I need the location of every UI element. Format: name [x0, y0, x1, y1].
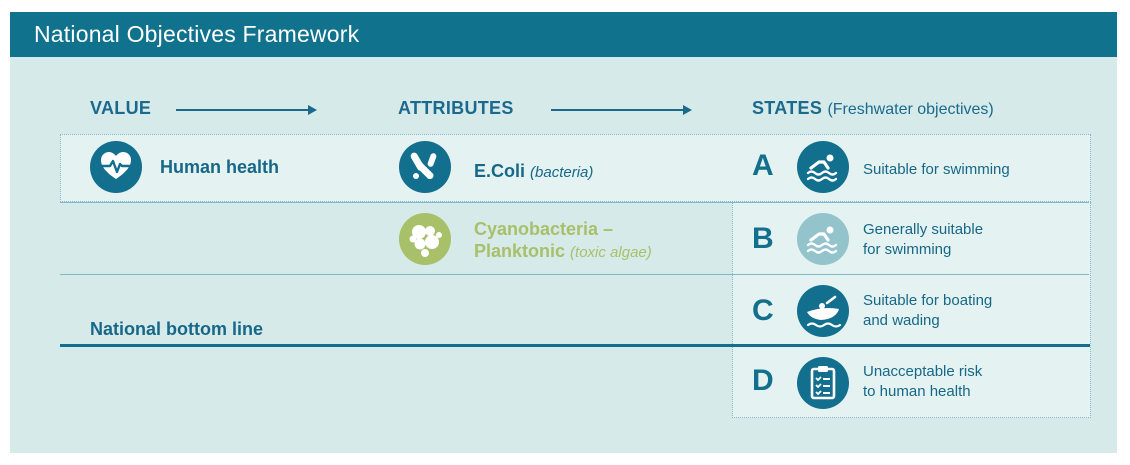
state-letter-b: B — [752, 222, 774, 255]
state-b-line1: Generally suitable — [863, 221, 984, 238]
state-a-line1: Suitable for swimming — [863, 161, 1010, 178]
state-c-line1: Suitable for boating — [863, 292, 993, 309]
state-a-description: Suitable for swimming — [863, 160, 1010, 180]
title-bar: National Objectives Framework — [10, 12, 1117, 57]
boat-icon — [797, 285, 849, 337]
state-b-description: Generally suitable for swimming — [863, 220, 983, 260]
attribute-cyano-qualifier: (toxic algae) — [570, 244, 652, 261]
value-header: VALUE — [90, 98, 152, 118]
states-header: STATES (Freshwater objectives) — [752, 98, 994, 119]
states-header-subtitle: (Freshwater objectives) — [827, 101, 994, 118]
state-d-line2: to human health — [863, 383, 971, 400]
state-letter-c: C — [752, 294, 774, 327]
states-column-box — [732, 202, 1091, 418]
value-label: Human health — [160, 157, 280, 177]
attribute-ecoli-qualifier: (bacteria) — [530, 164, 594, 181]
row-separator — [60, 202, 732, 203]
national-bottom-line-label: National bottom line — [90, 319, 263, 339]
column-divider — [732, 202, 734, 274]
attribute-ecoli-name: E.Coli — [474, 161, 526, 181]
clipboard-checklist-icon — [797, 357, 849, 409]
attributes-to-states-arrow — [551, 105, 692, 115]
attributes-header: ATTRIBUTES — [398, 98, 514, 118]
row-separator — [732, 202, 1089, 203]
framework-slide: National Objectives Framework VALUE ATTR… — [10, 12, 1117, 453]
row-a-band — [60, 134, 1091, 202]
state-letter-d: D — [752, 364, 774, 397]
attribute-cyano-name-line1: Cyanobacteria – — [474, 219, 614, 239]
state-b-line2: for swimming — [863, 241, 952, 258]
attribute-cyano-name-line2: Planktonic — [474, 241, 566, 261]
national-bottom-line — [60, 344, 1090, 347]
state-d-description: Unacceptable risk to human health — [863, 362, 982, 402]
row-separator — [60, 274, 1089, 275]
states-header-label: STATES — [752, 98, 823, 118]
algae-cells-icon — [399, 213, 451, 265]
swimmer-icon — [797, 141, 849, 193]
attribute-ecoli: E.Coli (bacteria) — [474, 161, 593, 183]
swimmer-icon — [797, 213, 849, 265]
state-c-description: Suitable for boating and wading — [863, 291, 992, 331]
heart-pulse-icon — [90, 141, 142, 193]
state-c-line2: and wading — [863, 312, 940, 329]
bacteria-icon — [399, 141, 451, 193]
state-letter-a: A — [752, 149, 774, 182]
state-d-line1: Unacceptable risk — [863, 363, 983, 380]
attribute-cyanobacteria: Cyanobacteria – Planktonic (toxic algae) — [474, 218, 652, 264]
page-title: National Objectives Framework — [34, 21, 360, 47]
value-to-attributes-arrow — [176, 105, 317, 115]
